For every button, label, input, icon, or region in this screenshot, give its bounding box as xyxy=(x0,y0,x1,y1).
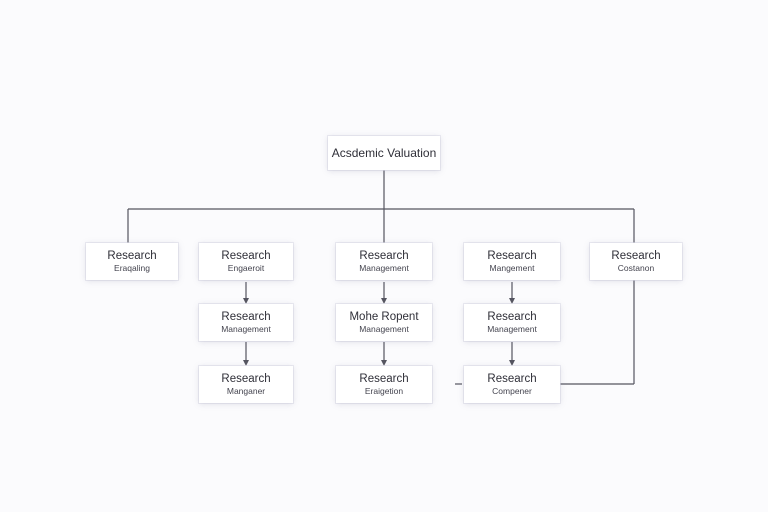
node-subtitle: Management xyxy=(221,323,271,334)
node-title: Mohe Ropent xyxy=(349,310,419,323)
node-title: Research xyxy=(487,249,537,262)
node-title: Research xyxy=(221,372,271,385)
node-title: Research xyxy=(359,372,409,385)
node-title: Research xyxy=(359,249,409,262)
node-subtitle: Eraigetion xyxy=(364,385,404,396)
node-r2-c4: Research Management xyxy=(464,304,560,341)
node-title: Research xyxy=(487,310,537,323)
node-subtitle: Mangement xyxy=(489,262,535,273)
node-title: Research xyxy=(487,372,537,385)
node-subtitle: Eraqaling xyxy=(114,262,150,273)
node-subtitle: Costanon xyxy=(617,262,655,273)
node-r1-c3: Research Management xyxy=(336,243,432,280)
node-r1-c1: Research Eraqaling xyxy=(86,243,178,280)
node-r3-c3: Research Eraigetion xyxy=(336,366,432,403)
node-r1-c5: Research Costanon xyxy=(590,243,682,280)
node-subtitle: Manganer xyxy=(226,385,266,396)
node-subtitle: Management xyxy=(359,323,409,334)
node-subtitle: Management xyxy=(359,262,409,273)
node-subtitle: Management xyxy=(487,323,537,334)
node-r1-c4: Research Mangement xyxy=(464,243,560,280)
node-title: Research xyxy=(221,310,271,323)
node-subtitle: Compener xyxy=(492,385,532,396)
node-r1-c2: Research Engaeroit xyxy=(199,243,293,280)
node-subtitle: Engaeroit xyxy=(227,262,265,273)
root-label: Acsdemic Valuation xyxy=(331,145,437,160)
node-r2-c2: Research Management xyxy=(199,304,293,341)
node-title: Research xyxy=(107,249,157,262)
node-title: Research xyxy=(221,249,271,262)
node-r3-c2: Research Manganer xyxy=(199,366,293,403)
node-r2-c3: Mohe Ropent Management xyxy=(336,304,432,341)
node-title: Research xyxy=(611,249,661,262)
root-node: Acsdemic Valuation xyxy=(328,136,440,170)
node-r3-c4: Research Compener xyxy=(464,366,560,403)
